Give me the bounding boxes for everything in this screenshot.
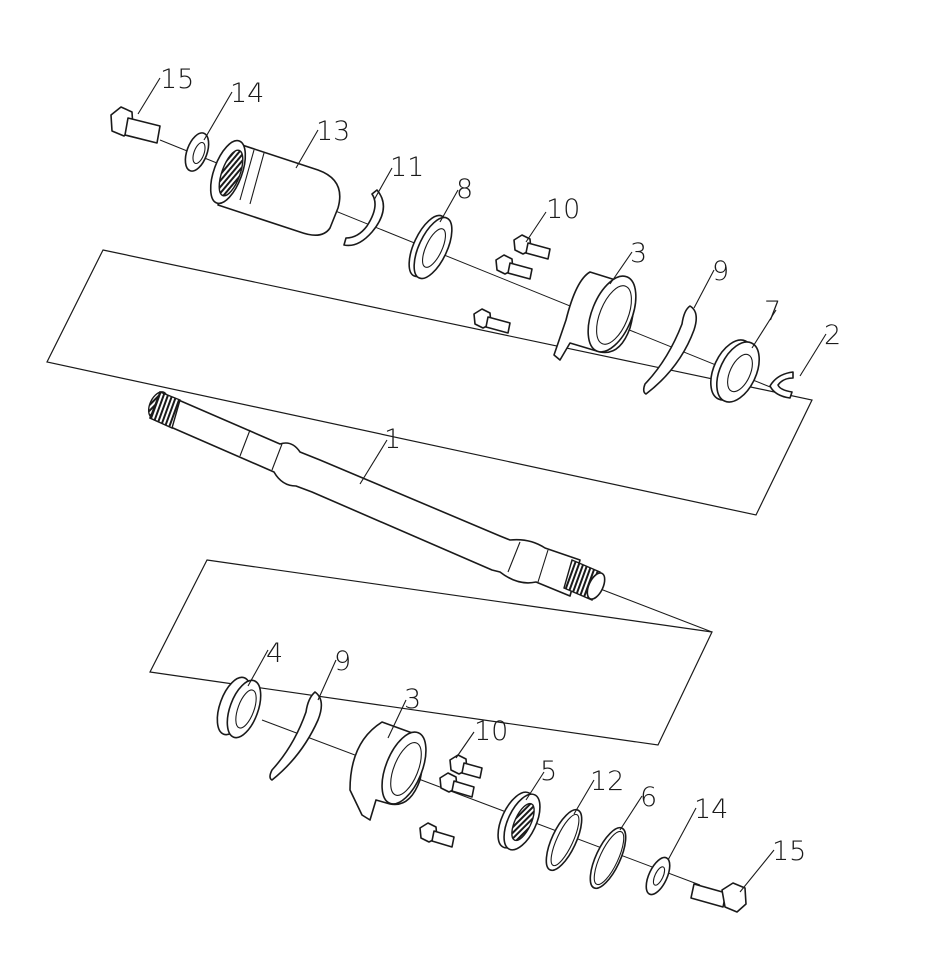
callout-14-lower: 14	[694, 794, 728, 825]
bearing-8	[408, 214, 453, 280]
gasket-9-upper	[642, 305, 698, 395]
shaft-axis-line	[589, 584, 713, 633]
housing-3-lower	[349, 721, 427, 821]
bolt-15-upper	[110, 106, 161, 144]
bolt-10-upper-a	[513, 234, 551, 260]
callout-14-upper: 14	[230, 78, 264, 109]
sleeve-13	[209, 139, 341, 236]
callout-9-upper: 9	[712, 256, 729, 287]
callout-9-lower: 9	[334, 646, 351, 677]
snap-ring-2	[769, 371, 794, 399]
bolt-10-upper-c	[473, 308, 511, 334]
bolt-15-lower	[690, 882, 747, 913]
housing-3-upper	[553, 271, 637, 361]
bolt-10-upper-b	[495, 254, 533, 280]
leader-lines	[137, 77, 827, 893]
lower-axis-line	[261, 719, 701, 886]
bolt-10-lower-c	[419, 822, 455, 848]
shaft-1	[147, 391, 606, 601]
gasket-9-lower	[269, 691, 323, 781]
callout-10-lower: 10	[474, 716, 508, 747]
callout-2: 2	[824, 320, 841, 351]
callout-11: 11	[390, 152, 424, 183]
bearing-7	[710, 339, 760, 403]
callout-15-lower: 15	[772, 836, 806, 867]
washer-14-upper	[184, 132, 210, 172]
callout-8: 8	[456, 174, 473, 205]
callout-15-upper: 15	[160, 64, 194, 95]
bolt-10-lower-a	[449, 754, 483, 779]
callout-13: 13	[316, 116, 350, 147]
callout-5: 5	[540, 756, 557, 787]
callout-6: 6	[640, 782, 657, 813]
washer-14-lower	[645, 856, 671, 896]
callout-12: 12	[590, 766, 624, 797]
callout-4: 4	[266, 638, 283, 669]
callout-3-lower: 3	[404, 684, 421, 715]
callout-10-upper: 10	[546, 194, 580, 225]
bolt-10-lower-b	[439, 772, 475, 798]
callout-3-upper: 3	[630, 238, 647, 269]
oring-12	[545, 808, 583, 872]
bearing-5	[497, 791, 541, 851]
oring-6	[589, 826, 627, 890]
upper-assembly-frame	[46, 249, 813, 516]
ring-4	[216, 676, 262, 739]
callout-7: 7	[764, 296, 781, 327]
callout-1: 1	[384, 424, 401, 455]
lower-assembly-frame	[149, 559, 713, 746]
circlip-11	[343, 189, 385, 247]
